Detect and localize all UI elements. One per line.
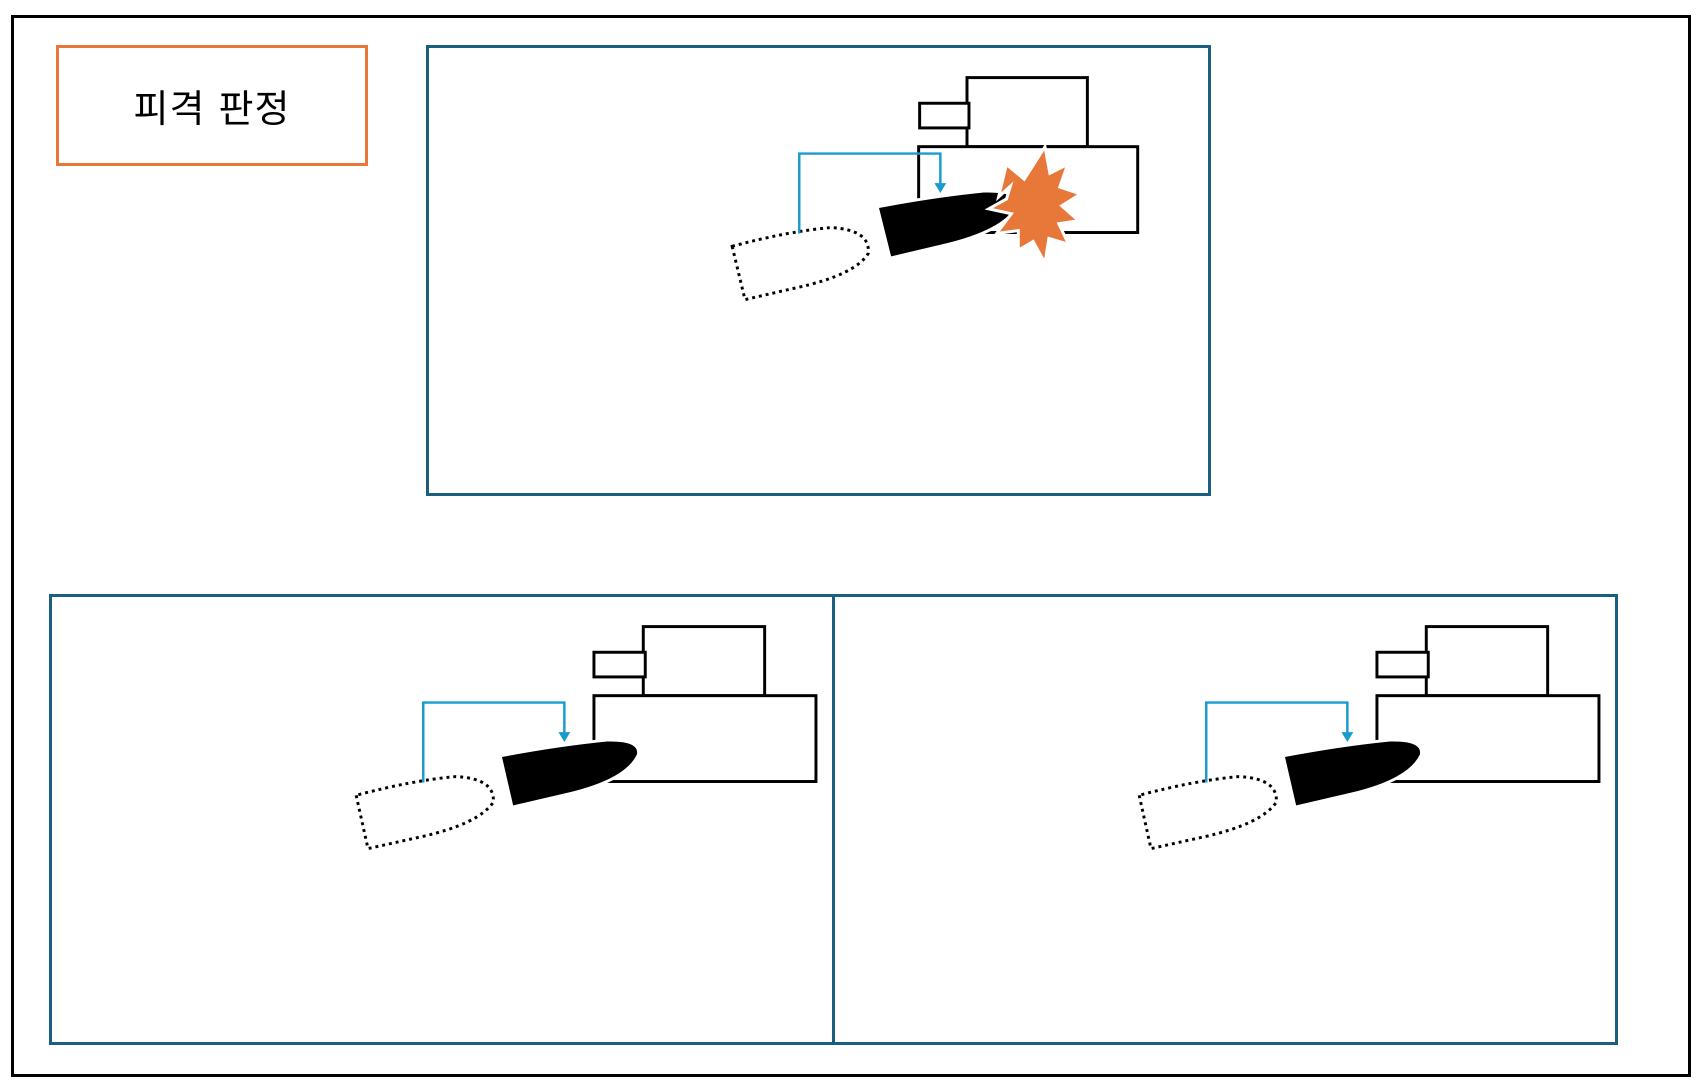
title-box: 피격 판정 [56, 45, 368, 166]
target-tank [592, 625, 818, 783]
hit-panel [426, 45, 1211, 496]
projectile-previous-position [730, 226, 870, 302]
title-label: 피격 판정 [133, 87, 291, 131]
miss-panel-left [49, 594, 835, 1045]
projectile-current-position [1281, 738, 1423, 809]
tank-turret [641, 625, 767, 698]
projectile-current-position [498, 738, 640, 809]
diagram-frame [11, 15, 1691, 1077]
projectile-previous-position [1137, 775, 1278, 851]
tank-barrel [1375, 650, 1430, 679]
miss-panel-right [832, 594, 1618, 1045]
tank-barrel [592, 650, 647, 679]
miss-scene-right [1137, 625, 1601, 851]
trajectory-arrow [798, 152, 947, 234]
tank-turret [965, 76, 1089, 149]
hit-scene [730, 76, 1140, 302]
tank-turret [1424, 625, 1550, 698]
projectile-current-position [875, 189, 1020, 260]
miss-scene-left [354, 625, 818, 851]
trajectory-arrow [1205, 701, 1354, 783]
tank-barrel [918, 101, 971, 130]
explosion-icon [984, 142, 1084, 268]
projectile-previous-position [354, 775, 495, 851]
trajectory-arrow [422, 701, 571, 783]
